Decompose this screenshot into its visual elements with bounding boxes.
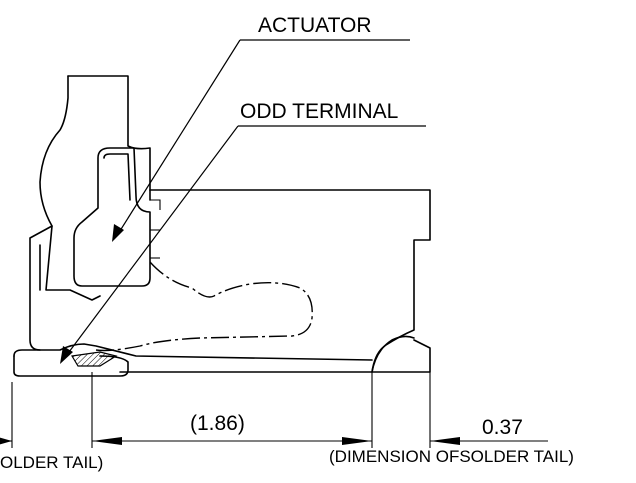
actuator-body (29, 75, 161, 351)
extension-lines (11, 372, 431, 448)
terminal-arm-hidden (95, 261, 313, 352)
dimension-value-center: (1.86) (190, 412, 245, 435)
note-left: OLDER TAIL) (0, 453, 103, 472)
dimension-line-1-86 (0, 437, 372, 445)
housing-body (119, 189, 431, 373)
actuator-leader (112, 39, 410, 242)
odd-terminal-leader (60, 125, 426, 364)
odd-terminal-label: ODD TERMINAL (240, 100, 398, 123)
solder-tail (13, 335, 415, 377)
actuator-label: ACTUATOR (258, 14, 372, 37)
note-right: (DIMENSION OFSOLDER TAIL) (329, 447, 574, 466)
dimension-line-0-37 (430, 437, 548, 445)
dimension-value-right: 0.37 (482, 416, 523, 439)
